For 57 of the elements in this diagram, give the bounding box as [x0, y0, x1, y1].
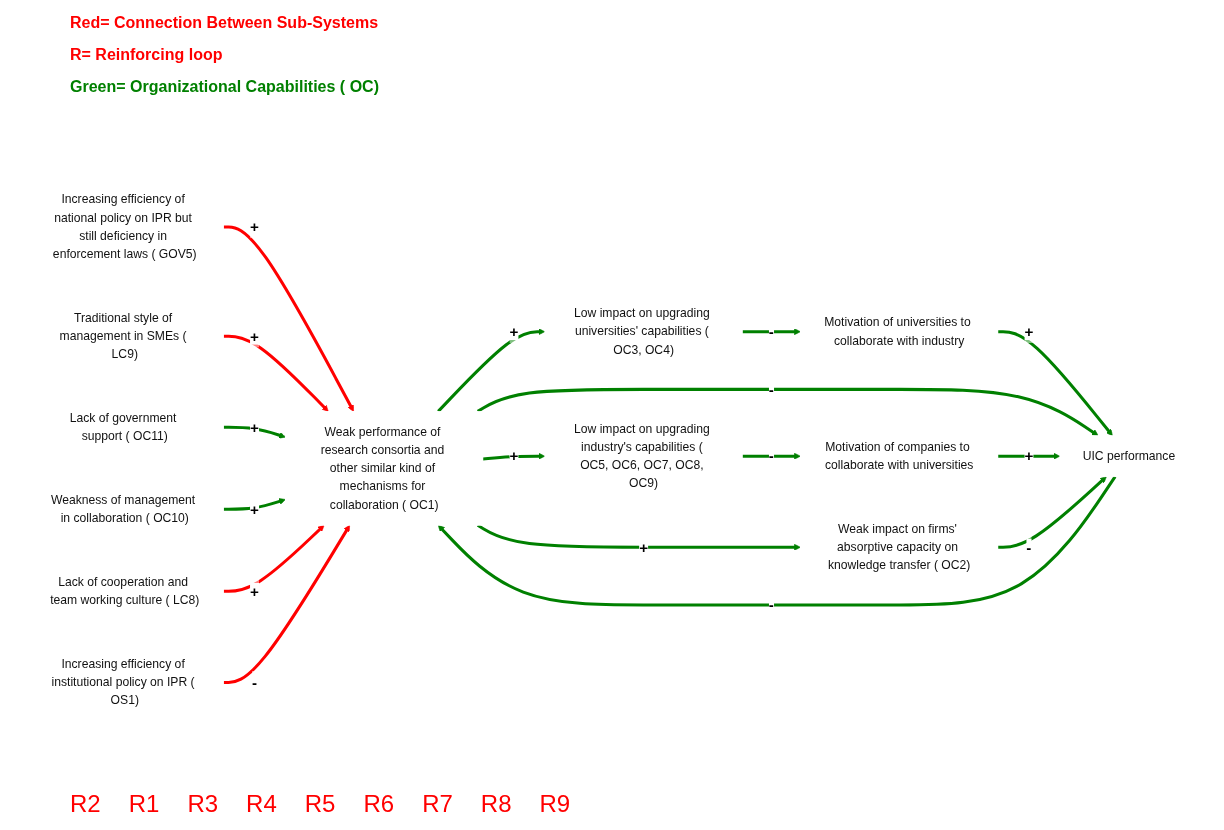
legend-note: Red= Connection Between Sub-Systems	[70, 14, 379, 32]
arrow	[223, 334, 329, 412]
node-text: Motivation of universities to collaborate with industry	[824, 315, 971, 347]
loop-label: R3	[187, 790, 219, 818]
edge-label: -	[768, 323, 774, 340]
edge-label: +	[1024, 323, 1034, 340]
edge-label: +	[250, 500, 259, 518]
edge-label: +	[250, 327, 259, 345]
edge-label: -	[768, 447, 774, 465]
node-text: Traditional style of management in SMEs ( LC9)	[59, 311, 187, 361]
loop-label: R8	[480, 790, 512, 818]
node-text: UIC performance	[1082, 449, 1176, 463]
node-text: Motivation of companies to collaborate with universities	[824, 440, 974, 472]
legend-note: Green= Organizational Capabilities ( OC)	[70, 78, 379, 96]
edge-label: +	[509, 323, 519, 340]
edge-label: -	[1026, 538, 1032, 556]
loop-label: R9	[539, 790, 571, 818]
edge-label: +	[250, 418, 259, 436]
node-text: Weak impact on firms' absorptive capacity on knowledge transfer ( OC2)	[827, 522, 971, 572]
arrow	[476, 523, 801, 551]
loop-label: R6	[363, 790, 395, 818]
node-text: Increasing efficiency of institutional policy on IPR ( OS1)	[51, 657, 195, 707]
arrow	[223, 225, 354, 412]
node-text: Weak performance of research consortia and other similar kind of mechanisms for collaboration ( OC1)	[320, 424, 445, 511]
arrow	[437, 475, 1117, 607]
arrow	[223, 498, 286, 511]
arrow	[742, 328, 801, 335]
edge-label: +	[639, 538, 649, 556]
node-text: Increasing efficiency of national policy on IPR but still deficiency in enforcement laws ( GOV5)	[52, 192, 197, 261]
loop-label: R7	[422, 790, 453, 818]
edge-label: +	[250, 218, 259, 236]
arrow	[997, 330, 1113, 436]
node-text: Weakness of management in collaboration ( OC10)	[50, 493, 196, 525]
edge-label: +	[250, 582, 259, 600]
edge-label: -	[251, 673, 258, 691]
arrow	[997, 476, 1107, 549]
arrow	[223, 524, 350, 684]
arrow	[223, 425, 286, 439]
node-text: Lack of government support ( OC11)	[69, 411, 177, 443]
loop-label: R1	[128, 790, 160, 818]
loop-label: R4	[246, 790, 277, 818]
arrow	[482, 452, 546, 461]
edge-label: +	[509, 447, 519, 465]
arrow	[997, 452, 1061, 460]
edge-label: -	[768, 380, 774, 398]
arrow	[742, 452, 801, 460]
loop-label: R2	[70, 790, 101, 818]
edge-label: -	[768, 596, 774, 614]
legend-note: R= Reinforcing loop	[70, 46, 224, 64]
node-text: Low impact on upgrading universities' capabilities ( OC3, OC4)	[574, 306, 710, 356]
loop-label: R5	[304, 790, 336, 818]
arrow	[437, 328, 546, 413]
node-text: Lack of cooperation and team working culture ( LC8)	[50, 575, 200, 607]
edge-label: +	[1024, 447, 1034, 465]
arrow	[476, 387, 1099, 436]
node-text: Low impact on upgrading industry's capabilities ( OC5, OC6, OC7, OC8, OC9)	[574, 421, 710, 490]
arrow	[223, 524, 325, 593]
